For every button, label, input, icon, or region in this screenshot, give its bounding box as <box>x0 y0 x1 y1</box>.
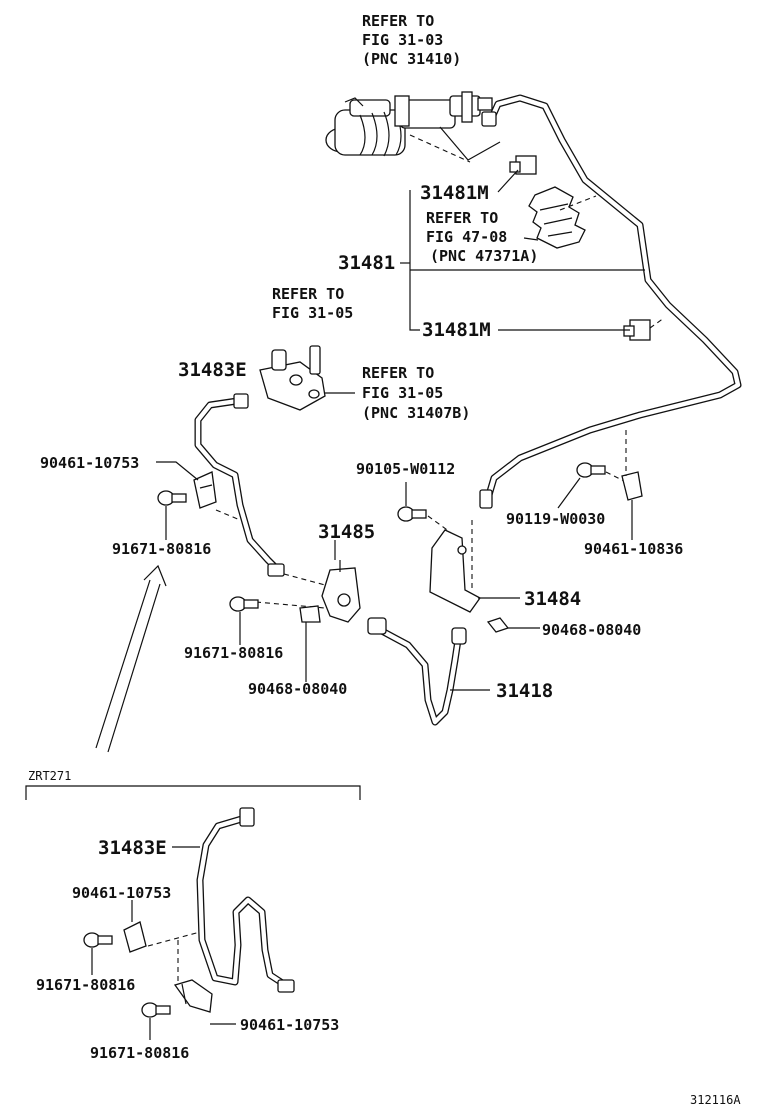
figure-id: 312116A <box>690 1093 741 1107</box>
inset-title: ZRT271 <box>28 769 71 783</box>
label-31418: 31418 <box>496 680 553 702</box>
ref-fig-31-03: REFER TO FIG 31-03 (PNC 31410) <box>362 12 461 68</box>
inset-clip-b-drawing <box>173 979 213 1013</box>
inset-label-90461-10753-b: 90461-10753 <box>240 1016 339 1034</box>
label-90461-10753: 90461-10753 <box>40 454 139 472</box>
inset-label-91671-80816-a: 91671-80816 <box>36 976 135 994</box>
bracket-31485-drawing <box>321 560 361 623</box>
label-91671-80816-a: 91671-80816 <box>112 540 211 558</box>
label-90461-10836: 90461-10836 <box>584 540 683 558</box>
svg-text:FIG 47-08: FIG 47-08 <box>426 228 507 246</box>
bolt-90119-W0030-drawing <box>576 462 606 478</box>
label-90468-08040-right: 90468-08040 <box>542 621 641 639</box>
inset-clip-a-drawing <box>123 921 147 953</box>
svg-text:REFER TO: REFER TO <box>426 209 498 227</box>
grommet-47371A-drawing <box>528 186 586 249</box>
label-90105-W0112: 90105-W0112 <box>356 460 455 478</box>
clamp-31481M-upper-drawing <box>509 155 537 175</box>
proportioning-valve-drawing <box>259 345 355 411</box>
inset-label-90461-10753-a: 90461-10753 <box>72 884 171 902</box>
label-31481M-upper: 31481M <box>420 182 489 204</box>
clamp-31481M-lower-drawing <box>623 319 651 341</box>
svg-text:(PNC 31410): (PNC 31410) <box>362 50 461 68</box>
clip-90468-08040-right-drawing <box>486 617 510 633</box>
label-31483E: 31483E <box>178 359 247 381</box>
bolt-91671-80816-b-drawing <box>229 596 259 612</box>
svg-text:FIG 31-03: FIG 31-03 <box>362 31 443 49</box>
direction-arrow-icon <box>95 564 167 753</box>
inset-bolt-a-drawing <box>83 932 113 948</box>
ref-fig-31-05-valve: REFER TO FIG 31-05 (PNC 31407B) <box>362 364 470 422</box>
label-90468-08040-left: 90468-08040 <box>248 680 347 698</box>
ref-fig-47-08: REFER TO FIG 47-08 (PNC 47371A) <box>426 209 538 265</box>
label-31485: 31485 <box>318 521 375 543</box>
clip-90461-10836-drawing <box>621 471 643 501</box>
svg-text:FIG 31-05: FIG 31-05 <box>362 384 443 402</box>
label-91671-80816-b: 91671-80816 <box>184 644 283 662</box>
svg-text:REFER TO: REFER TO <box>362 364 434 382</box>
label-31481M-lower: 31481M <box>422 319 491 341</box>
svg-text:(PNC 31407B): (PNC 31407B) <box>362 404 470 422</box>
label-90119-W0030: 90119-W0030 <box>506 510 605 528</box>
clip-90461-10753-drawing <box>193 471 217 509</box>
ref-fig-31-05-top: REFER TO FIG 31-05 <box>272 285 353 322</box>
inset-brake-tube-drawing <box>196 807 295 993</box>
bracket-31484-drawing <box>429 529 481 613</box>
label-31484: 31484 <box>524 588 581 610</box>
clip-90468-08040-left-drawing <box>299 605 321 623</box>
svg-text:REFER TO: REFER TO <box>272 285 344 303</box>
inset-frame <box>25 785 361 800</box>
inset-label-91671-80816-b: 91671-80816 <box>90 1044 189 1062</box>
svg-text:REFER TO: REFER TO <box>362 12 434 30</box>
brake-tube-31483E-drawing <box>194 393 285 577</box>
bolt-90105-W0112-drawing <box>397 506 427 522</box>
master-cylinder-drawing <box>325 91 501 163</box>
bolt-91671-80816-a-drawing <box>157 490 187 506</box>
flexible-hose-31418-drawing <box>367 617 467 726</box>
svg-text:(PNC 47371A): (PNC 47371A) <box>430 247 538 265</box>
inset-label-31483E: 31483E <box>98 837 167 859</box>
label-31481: 31481 <box>338 252 395 274</box>
svg-text:FIG 31-05: FIG 31-05 <box>272 304 353 322</box>
brake-tube-31481-drawing <box>479 94 742 509</box>
inset-bolt-b-drawing <box>141 1002 171 1018</box>
